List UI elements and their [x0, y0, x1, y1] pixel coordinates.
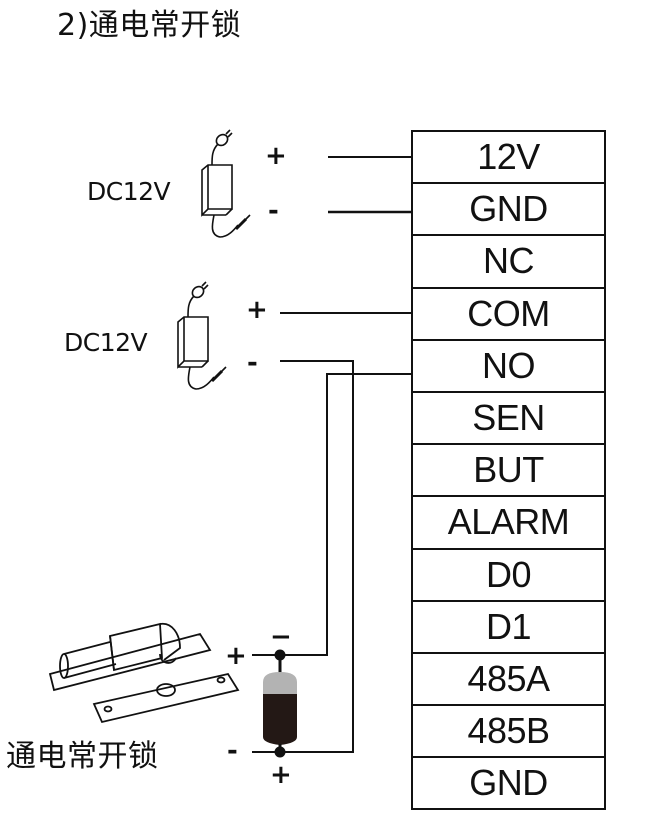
- adapter-1-label: DC12V: [87, 177, 171, 206]
- adapter-2-label: DC12V: [64, 328, 148, 357]
- terminal-485a: 485A: [413, 651, 604, 704]
- terminal-alarm: ALARM: [413, 495, 604, 547]
- terminal-gnd: GND: [413, 182, 604, 234]
- diode-icon: [263, 649, 297, 758]
- diode-minus: −: [270, 622, 292, 652]
- adapter-2-plus: +: [246, 295, 268, 325]
- adapter-2-minus: -: [247, 348, 258, 378]
- terminal-block: 12V GND NC COM NO SEN BUT ALARM D0 D1 48…: [411, 130, 606, 811]
- terminal-d1: D1: [413, 599, 604, 652]
- terminal-but: BUT: [413, 443, 604, 495]
- power-adapter-icon: [177, 281, 227, 390]
- diagram-title: 2)通电常开锁: [57, 8, 242, 43]
- terminal-d0: D0: [413, 547, 604, 600]
- terminal-com: COM: [413, 286, 604, 339]
- terminal-12v: 12V: [477, 136, 540, 178]
- terminal-no: NO: [413, 338, 604, 391]
- adapter-1-plus: +: [265, 141, 287, 171]
- wire-adapter2-minus-to-lock-minus: [280, 360, 354, 753]
- adapter-1-minus: -: [268, 196, 279, 226]
- diode-plus: +: [270, 760, 292, 790]
- terminal-sen: SEN: [413, 390, 604, 443]
- lock-plus: +: [225, 641, 247, 671]
- electric-bolt-lock-icon: [48, 622, 240, 724]
- lock-minus: -: [227, 736, 238, 766]
- terminal-485b: 485B: [413, 704, 604, 756]
- lock-label: 通电常开锁: [6, 739, 159, 774]
- wire-no-to-lock-plus: [282, 373, 412, 656]
- terminal-gnd-2: GND: [413, 756, 604, 808]
- power-adapter-icon: [201, 129, 251, 238]
- terminal-nc: NC: [413, 234, 604, 286]
